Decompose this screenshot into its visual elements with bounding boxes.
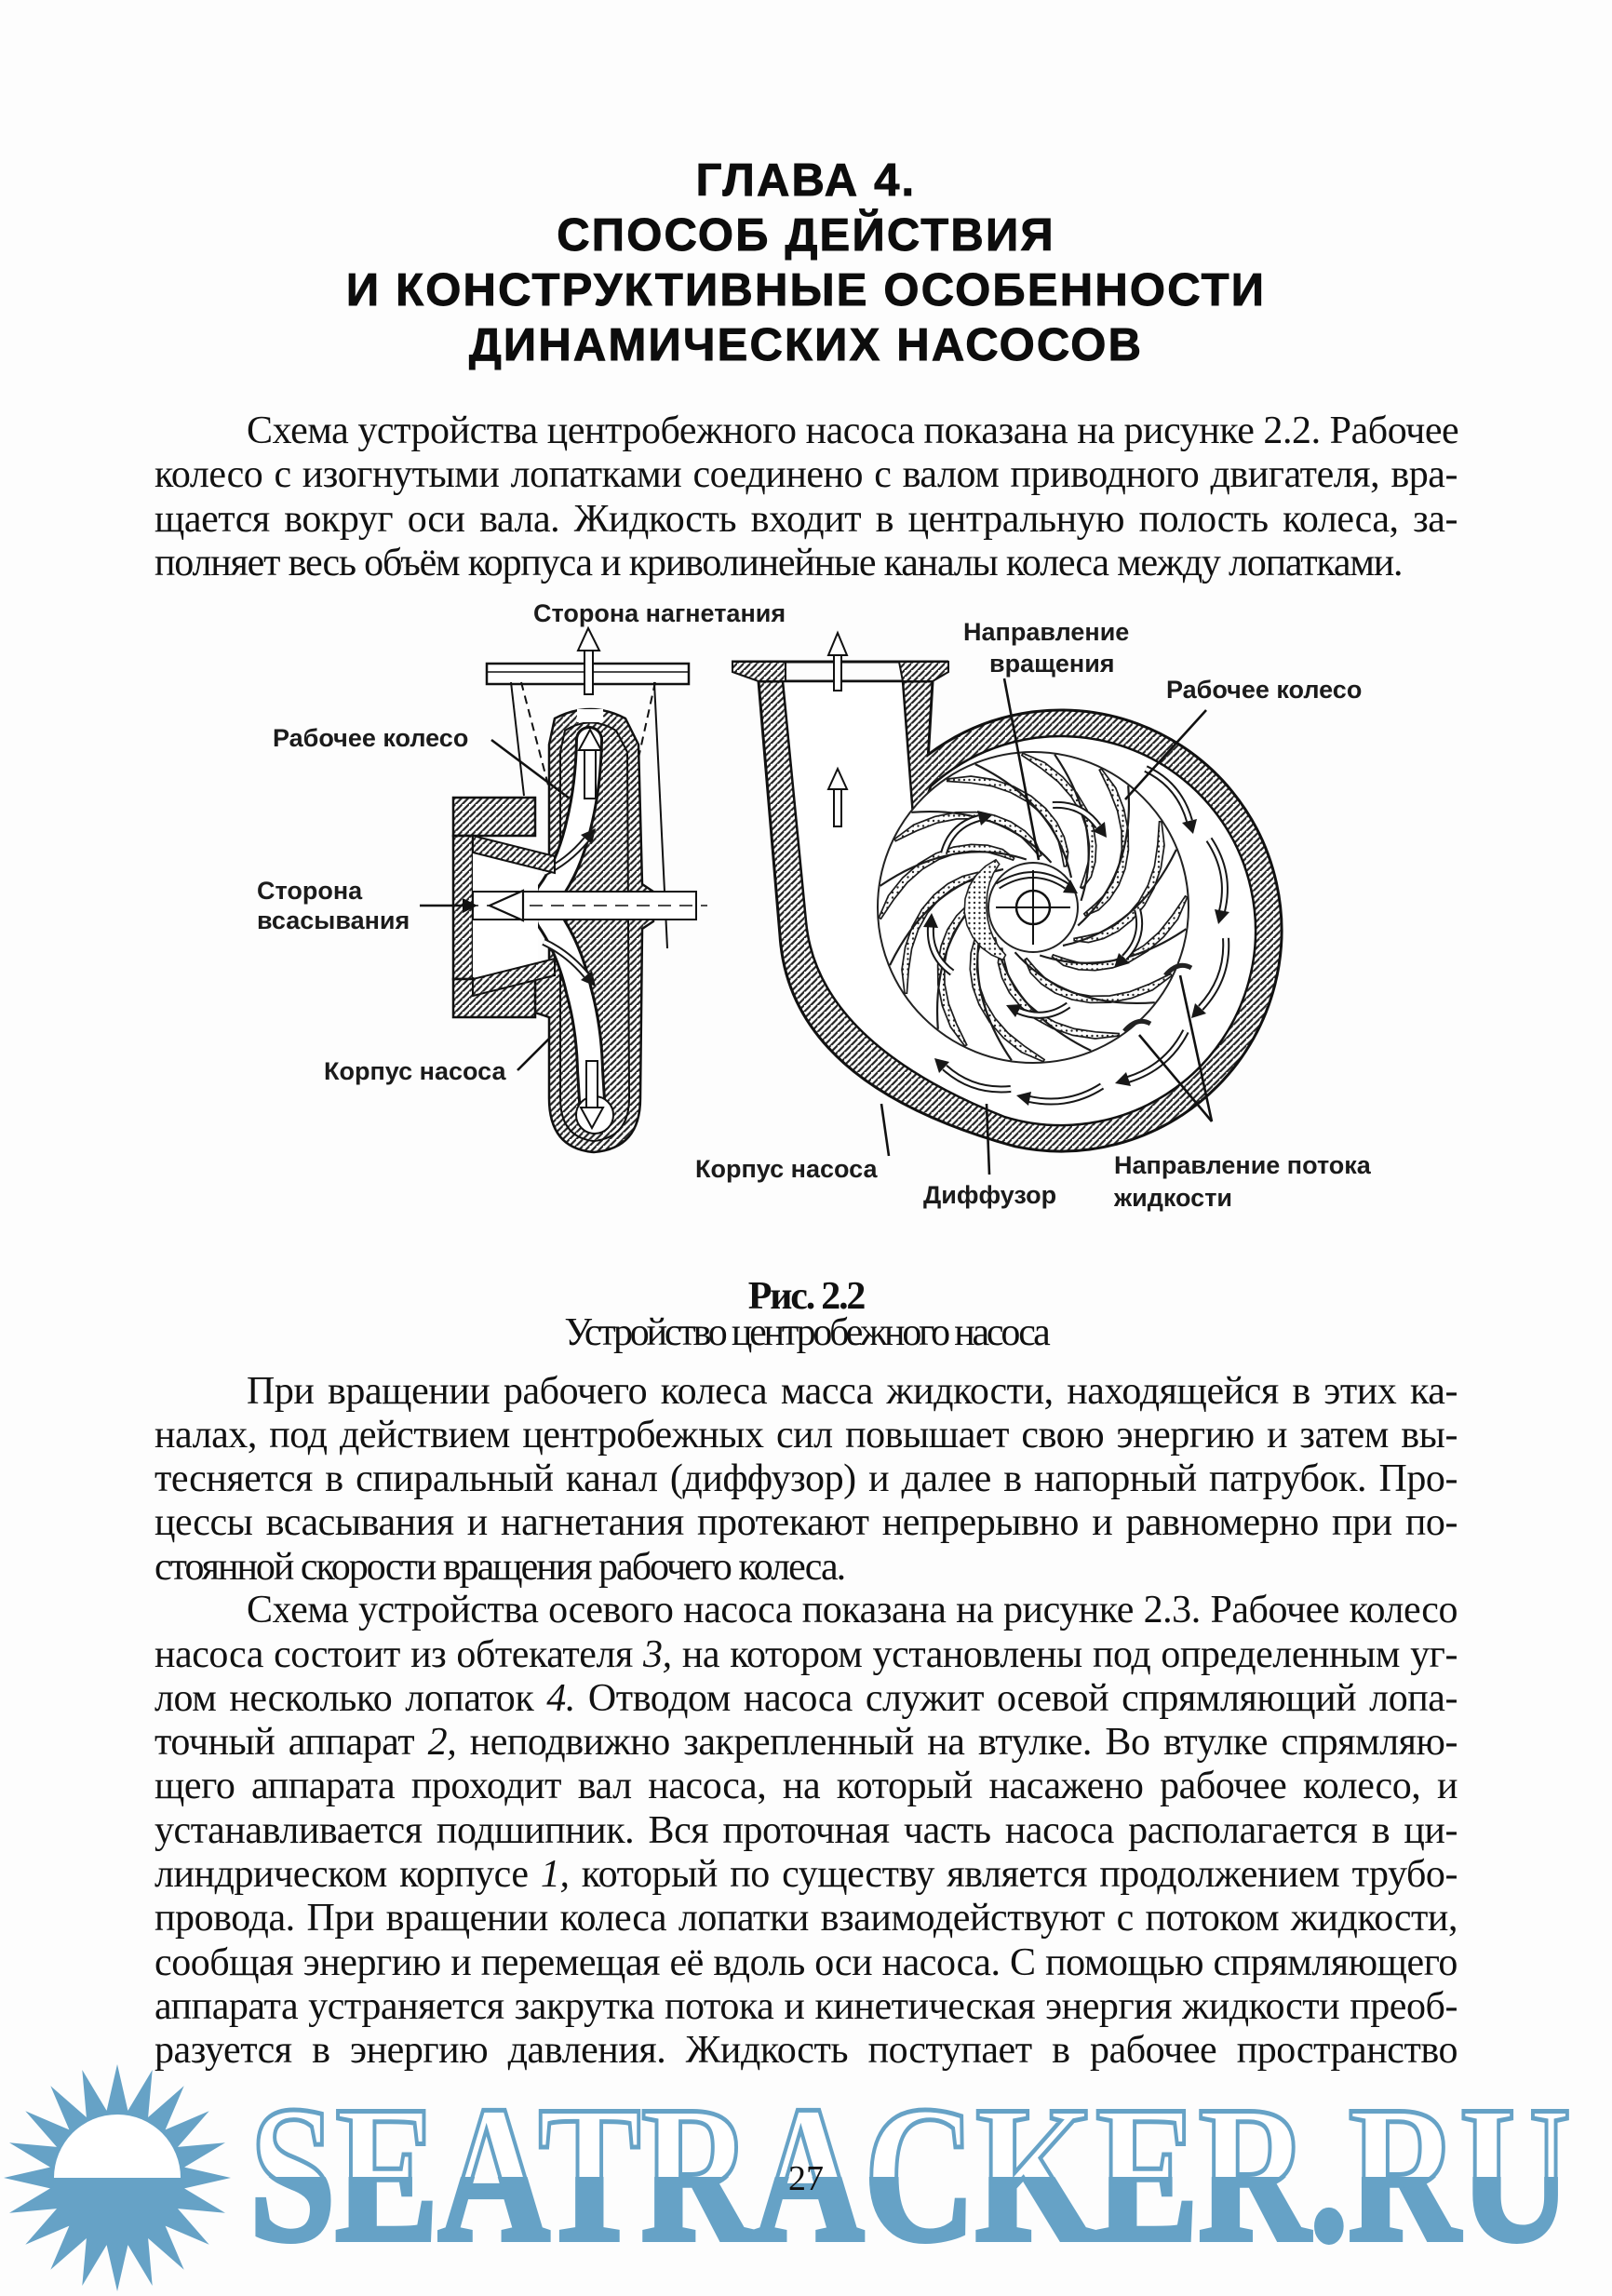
svg-text:Рабочее колесо: Рабочее колесо [273,724,468,752]
svg-text:SEATRACKER.RU: SEATRACKER.RU [249,2066,1571,2282]
svg-text:Сторона: Сторона [257,877,363,905]
svg-text:Направление: Направление [963,618,1129,646]
svg-text:Диффузор: Диффузор [923,1181,1056,1209]
svg-text:SEATRACKER.RU: SEATRACKER.RU [249,2066,1571,2282]
svg-text:Корпус насоса: Корпус насоса [695,1155,878,1183]
svg-text:жидкости: жидкости [1113,1184,1232,1212]
svg-text:Корпус насоса: Корпус насоса [324,1057,506,1085]
svg-text:Направление потока: Направление потока [1114,1151,1372,1179]
svg-text:Сторона нагнетания: Сторона нагнетания [533,599,786,627]
svg-text:всасывания: всасывания [257,906,410,934]
svg-text:вращения: вращения [989,650,1115,678]
svg-text:Рабочее колесо: Рабочее колесо [1166,676,1362,704]
